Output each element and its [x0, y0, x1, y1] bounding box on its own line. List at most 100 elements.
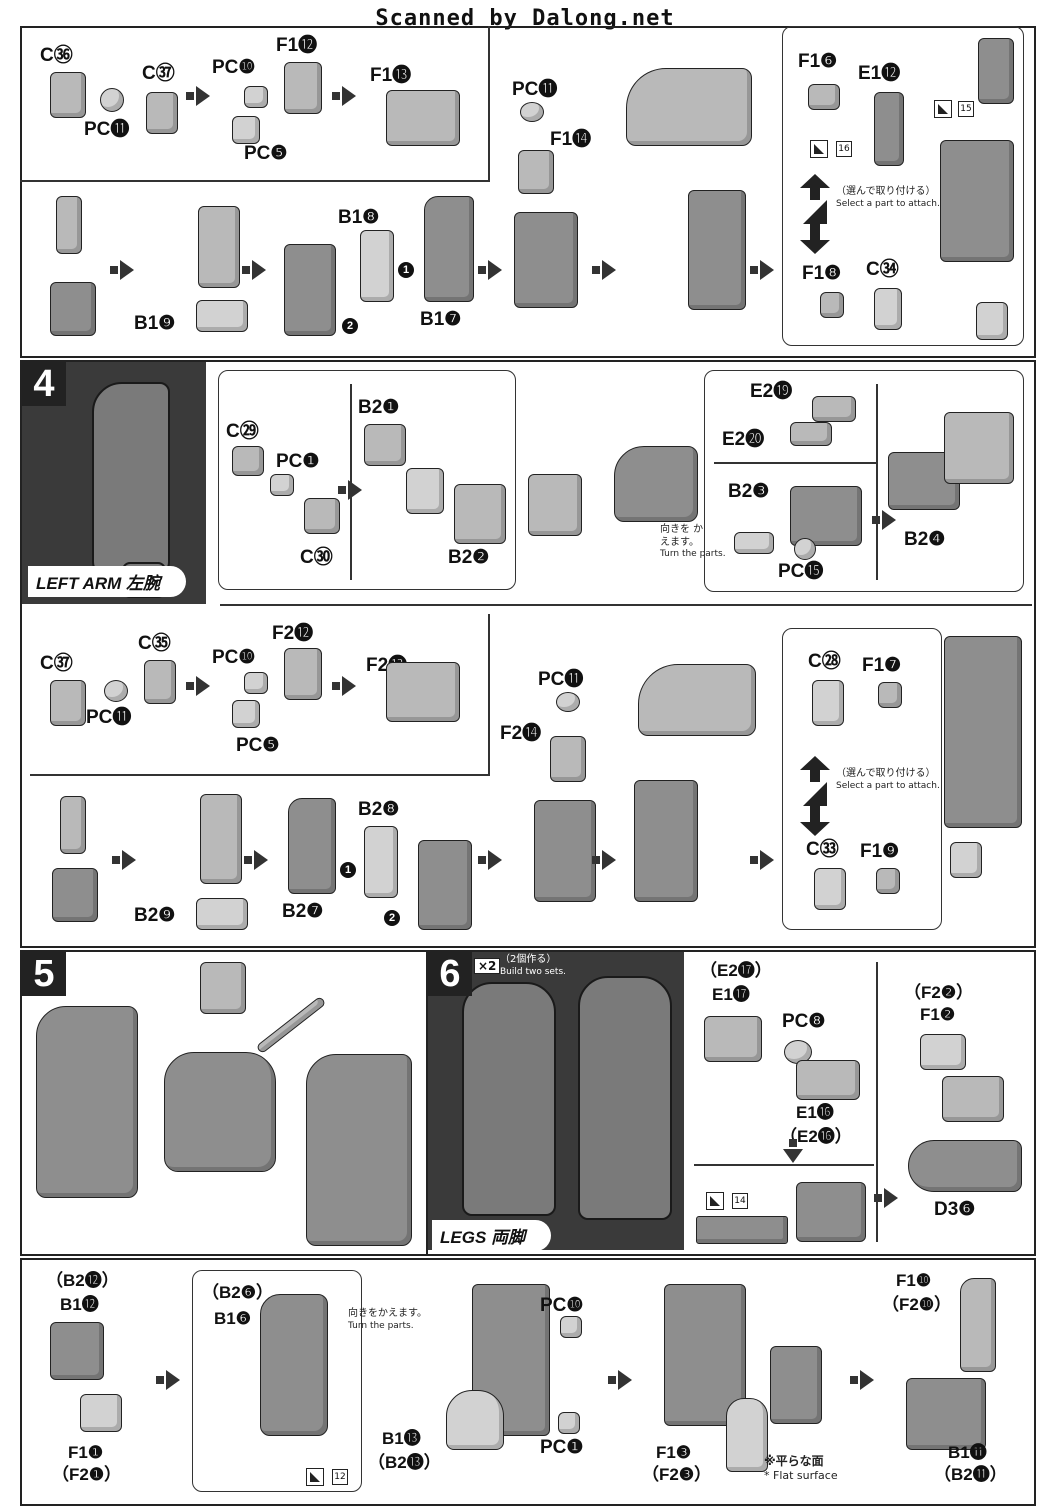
select-note: （選んで取り付ける）Select a part to attach.: [836, 768, 940, 791]
label-pc11-top: PC⓫: [512, 79, 558, 100]
step-arrow: [110, 260, 134, 280]
part-b29: [196, 898, 248, 930]
label-b27: B2❼: [282, 901, 324, 922]
label-pc11: PC⓫: [84, 119, 130, 140]
part-f113-assembly: [386, 90, 460, 146]
part-c29: [232, 446, 264, 476]
divider: [876, 384, 878, 580]
sticker-icon: [306, 1468, 324, 1486]
part-left-arm: [306, 1054, 412, 1246]
part-pc15-cap: [734, 532, 774, 554]
part-b1-elbow: [198, 206, 240, 288]
step-arrow: [112, 850, 136, 870]
part-f112: [284, 62, 322, 114]
label-pc1: PC❶: [276, 451, 320, 472]
label-b16: B1❻: [214, 1309, 251, 1328]
caption-jp: 左腕: [126, 574, 161, 593]
order-marker: 2: [384, 910, 400, 926]
caption-en: LEGS: [440, 1228, 487, 1247]
label-f110: F1❿: [896, 1271, 932, 1290]
step-arrow: [874, 1188, 898, 1208]
step-number: 6: [428, 952, 472, 996]
label-b22: B2❷: [448, 547, 490, 568]
part-e220: [790, 422, 832, 446]
part-sticker-strip: [696, 1216, 788, 1244]
part-f18: [820, 292, 844, 318]
part-forearm-l: [944, 636, 1022, 828]
part-b18: [360, 230, 394, 302]
order-marker: 2: [342, 318, 358, 334]
label-f210: （F2❿）: [882, 1295, 952, 1314]
divider: [20, 180, 490, 182]
part-b27: [288, 798, 336, 894]
turn-note-2: 向きをかえます。Turn the parts.: [348, 1308, 427, 1331]
part-f214: [550, 736, 586, 782]
label-pc10-l: PC❿: [212, 647, 256, 668]
step-caption: LEGS 両脚: [432, 1220, 552, 1251]
part-f17: [878, 682, 902, 708]
part-c37-l: [50, 680, 86, 726]
part-arm-assembly: [688, 190, 746, 310]
sticker-number: 12: [332, 1469, 348, 1485]
label-e216: （E2⓰）: [780, 1127, 852, 1146]
step-arrow: [750, 850, 774, 870]
part-e219: [812, 396, 856, 422]
part-side-armor: [770, 1346, 822, 1424]
step-arrow: [338, 480, 362, 500]
part-upper-arm: [514, 212, 578, 308]
step-arrow: [872, 510, 896, 530]
sub-box-thigh: [192, 1270, 362, 1492]
part-b1-joint: [56, 196, 82, 254]
label-pc5: PC❺: [244, 143, 288, 164]
part-b22: [454, 484, 506, 544]
part-b112: [50, 1322, 104, 1380]
photo-arm: [92, 382, 170, 576]
part-pc10-s7: [560, 1316, 582, 1338]
step-arrow: [332, 676, 356, 696]
photo-leg-right: [578, 976, 672, 1220]
label-f12: F1❷: [920, 1005, 956, 1024]
step-6-photo: [428, 952, 684, 1250]
label-b23: B2❸: [728, 481, 770, 502]
part-shoulder-armor-assembled: [944, 412, 1014, 484]
label-b29: B2❾: [134, 905, 176, 926]
label-c37: C㊲: [142, 63, 175, 84]
step-4-frame: [20, 360, 1036, 948]
part-c30: [304, 498, 340, 534]
divider: [694, 1164, 874, 1166]
label-b19: B1❾: [134, 313, 176, 334]
label-c36: C㊱: [40, 45, 73, 66]
sticker-number: 16: [836, 141, 852, 157]
label-f22: （F2❷）: [904, 983, 974, 1002]
choice-icon: [803, 200, 827, 224]
part-d36: [908, 1140, 1022, 1192]
part-f212: [284, 648, 322, 700]
part-foot-frame: [942, 1076, 1004, 1122]
option-box-hand-l: [782, 628, 942, 930]
part-f11: [80, 1394, 122, 1432]
part-right-arm: [36, 1006, 138, 1198]
label-pc10-s7: PC❿: [540, 1295, 584, 1316]
divider: [220, 604, 1032, 606]
label-f18: F1❽: [802, 263, 842, 284]
build-count-badge: ×2: [474, 958, 501, 974]
label-f17: F1❼: [862, 655, 902, 676]
divider: [30, 774, 490, 776]
step-arrow: [332, 86, 356, 106]
part-b17: [424, 196, 474, 302]
label-f23: （F2❸）: [642, 1465, 712, 1484]
part-pc11-l: [104, 680, 128, 702]
label-pc15: PC⓯: [778, 561, 824, 582]
label-e219: E2⓳: [750, 381, 793, 402]
sticker-number: 14: [732, 1193, 748, 1209]
label-b113: B1⓭: [382, 1429, 421, 1448]
label-b112: B1⓬: [60, 1295, 99, 1314]
step-arrow: [608, 1370, 632, 1390]
flat-note: ※平らな面* Flat surface: [764, 1454, 838, 1482]
label-b26: （B2❻）: [202, 1283, 273, 1302]
part-pc15: [794, 538, 816, 560]
part-pc11-top: [520, 102, 544, 122]
part-knee-cover: [446, 1390, 504, 1450]
part-hand-assembled: [976, 302, 1008, 340]
sticker-number: 15: [958, 101, 974, 117]
